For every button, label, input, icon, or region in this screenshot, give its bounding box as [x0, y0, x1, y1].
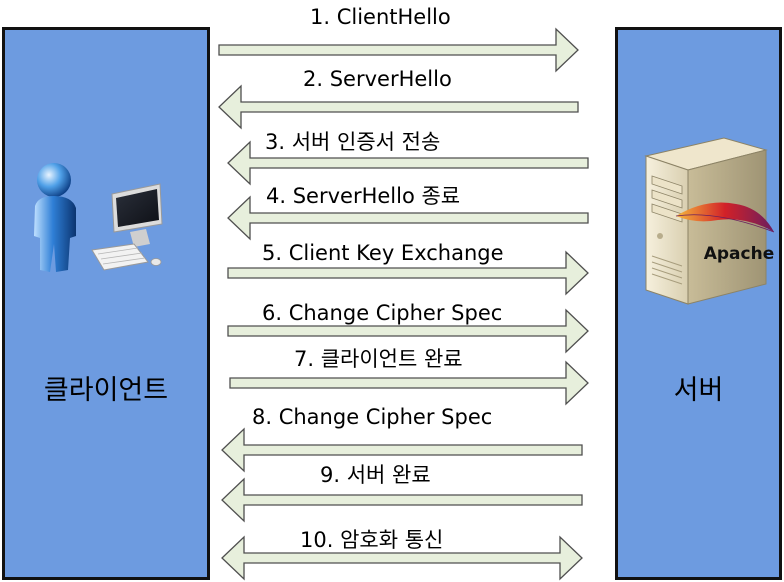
message-label-4: 4. ServerHello 종료	[266, 184, 460, 208]
message-arrow-3	[227, 140, 589, 186]
server-panel: Apache 서버	[615, 27, 782, 580]
message-label-1: 1. ClientHello	[310, 5, 451, 29]
message-label-10: 10. 암호화 통신	[300, 528, 443, 552]
client-label: 클라이언트	[43, 375, 169, 406]
message-arrow-6	[227, 308, 589, 354]
message-arrow-9	[221, 477, 583, 523]
message-arrow-2	[218, 84, 579, 130]
message-label-6: 6. Change Cipher Spec	[262, 301, 502, 325]
apache-server-icon: Apache	[644, 137, 775, 305]
message-arrow-4	[227, 195, 589, 241]
message-arrow-1	[218, 27, 579, 73]
message-label-3: 3. 서버 인증서 전송	[265, 130, 440, 154]
server-label: 서버	[673, 375, 724, 406]
message-label-5: 5. Client Key Exchange	[262, 241, 504, 265]
message-arrow-5	[227, 250, 589, 296]
message-label-8: 8. Change Cipher Spec	[252, 405, 492, 429]
svg-text:Apache: Apache	[704, 244, 775, 264]
message-arrow-10	[221, 535, 583, 581]
user-computer-icon	[34, 163, 163, 272]
client-panel: 클라이언트	[2, 27, 210, 580]
message-label-7: 7. 클라이언트 완료	[294, 347, 463, 371]
message-label-2: 2. ServerHello	[303, 67, 452, 91]
message-arrow-8	[221, 427, 583, 473]
message-arrow-7	[229, 360, 589, 406]
message-label-9: 9. 서버 완료	[320, 463, 431, 487]
